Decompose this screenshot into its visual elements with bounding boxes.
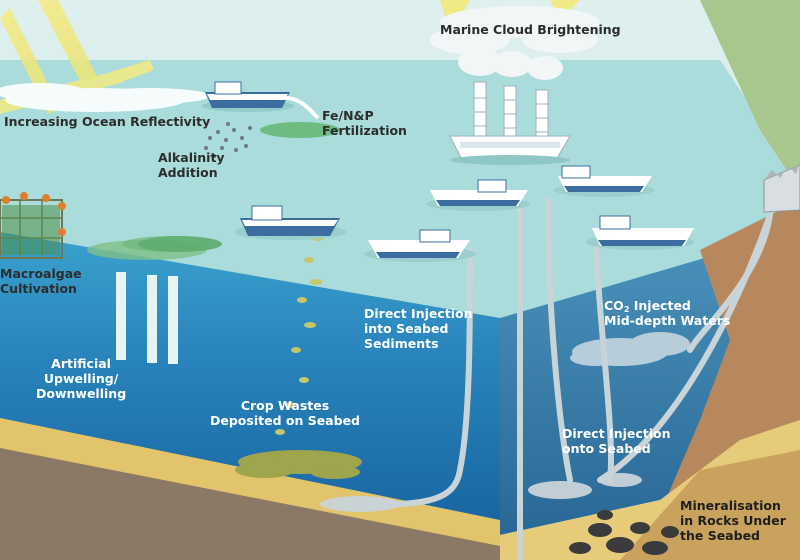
ship-sediment-injection: [364, 229, 476, 262]
algae-bloom: [138, 236, 222, 252]
alkalinity-particles: [204, 122, 252, 158]
label-direct-injection-sediments: Direct Injection into Seabed Sediments: [364, 306, 473, 351]
ship-crop-waste: [234, 205, 346, 240]
label-alkalinity-addition: Alkalinity Addition: [158, 150, 225, 180]
label-increasing-ocean-reflectivity: Increasing Ocean Reflectivity: [4, 114, 211, 129]
ship-deep-2: [554, 165, 654, 197]
fertilization-bloom: [260, 122, 340, 138]
label-co2-mid-depth: CO2 Injected Mid-depth Waters: [604, 298, 731, 328]
label-crop-wastes: Crop Wastes Deposited on Seabed: [210, 398, 360, 428]
mineral-rocks: [569, 510, 679, 555]
label-macroalgae-cultivation: Macroalgae Cultivation: [0, 266, 82, 296]
ship-deep-1: [426, 179, 530, 211]
onshore-facility: [763, 162, 800, 213]
label-marine-cloud-brightening: Marine Cloud Brightening: [440, 22, 621, 37]
ship-mid-depth: [586, 215, 694, 250]
land-top-right: [700, 0, 800, 190]
injection-pipes: [357, 197, 773, 560]
label-artificial-upwelling: Artificial Upwelling/ Downwelling: [36, 356, 127, 401]
label-fertilization: Fe/N&P Fertilization: [322, 108, 407, 138]
ship-alkalinity: [202, 81, 320, 120]
label-mineralisation: Mineralisation in Rocks Under the Seabed: [680, 498, 786, 543]
seabed-soil-front: [0, 448, 500, 560]
co2-mid-depth-cloud: [570, 332, 690, 366]
reflective-foam: [0, 83, 210, 112]
label-direct-injection-seabed: Direct Injection onto Seabed: [562, 426, 671, 456]
crop-wastes: [275, 235, 324, 435]
crop-waste-pile: [235, 450, 362, 479]
pipe-outflows: [320, 473, 642, 512]
ships: [202, 81, 694, 262]
cloud-brightening-platform: [430, 6, 600, 165]
macroalgae-cage: [0, 192, 66, 259]
